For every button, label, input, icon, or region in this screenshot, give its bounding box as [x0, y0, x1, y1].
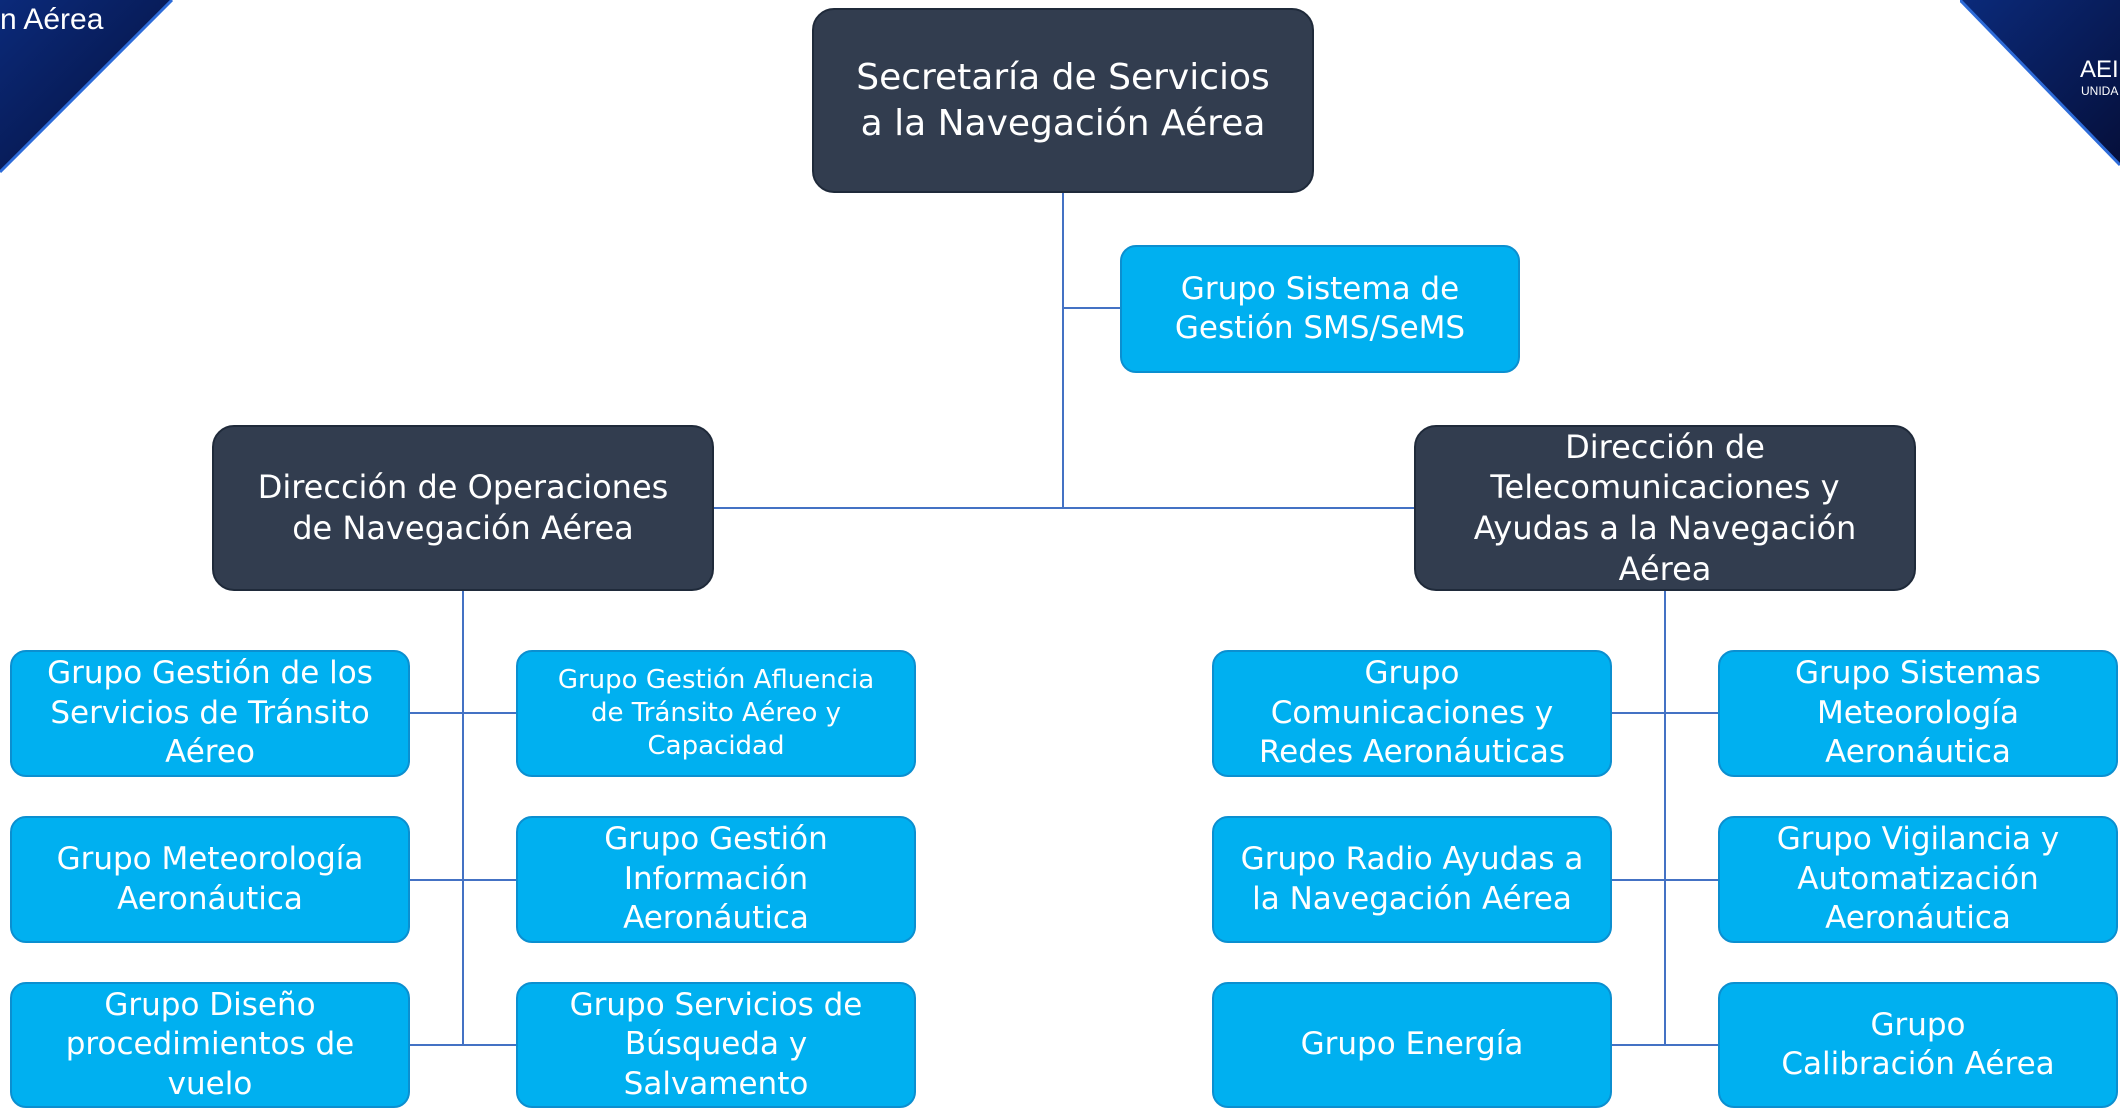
node-group-vigilancia-automatizacion: Grupo Vigilancia y Automatización Aeroná… — [1718, 816, 2118, 943]
node-root-label: Secretaría de Servicios a la Navegación … — [856, 56, 1270, 144]
node-root-secretaria: Secretaría de Servicios a la Navegación … — [812, 8, 1314, 193]
node-group-comunicaciones-redes: Grupo Comunicaciones y Redes Aeronáutica… — [1212, 650, 1612, 777]
node-group-label: Grupo Meteorología Aeronáutica — [56, 841, 364, 917]
node-group-label: Grupo Gestión de los Servicios de Tránsi… — [47, 655, 373, 771]
node-group-transito-aereo: Grupo Gestión de los Servicios de Tránsi… — [10, 650, 410, 777]
node-group-informacion-aeronautica: Grupo Gestión Información Aeronáutica — [516, 816, 916, 943]
corner-banner-right — [1960, 0, 2120, 167]
node-group-radio-ayudas: Grupo Radio Ayudas a la Navegación Aérea — [1212, 816, 1612, 943]
node-staff-label: Grupo Sistema de Gestión SMS/SeMS — [1174, 270, 1466, 346]
node-group-busqueda-salvamento: Grupo Servicios de Búsqueda y Salvamento — [516, 982, 916, 1108]
corner-banner-left-text: n Aérea — [0, 3, 104, 36]
node-group-sistemas-meteorologia: Grupo Sistemas Meteorología Aeronáutica — [1718, 650, 2118, 777]
node-group-label: Grupo Servicios de Búsqueda y Salvamento — [569, 986, 863, 1102]
node-group-calibracion-aerea: Grupo Calibración Aérea — [1718, 982, 2118, 1108]
node-group-energia: Grupo Energía — [1212, 982, 1612, 1108]
corner-banner-right-text: AEI — [2080, 56, 2119, 83]
node-group-label: Grupo Comunicaciones y Redes Aeronáutica… — [1259, 655, 1565, 771]
node-direction-telecomunicaciones-label: Dirección de Telecomunicaciones y Ayudas… — [1473, 427, 1857, 588]
corner-banner-left — [0, 0, 174, 174]
node-group-label: Grupo Diseño procedimientos de vuelo — [65, 986, 355, 1102]
node-group-meteorologia: Grupo Meteorología Aeronáutica — [10, 816, 410, 943]
node-group-label: Grupo Energía — [1300, 1026, 1524, 1063]
node-group-afluencia-transito: Grupo Gestión Afluencia de Tránsito Aére… — [516, 650, 916, 777]
node-group-label: Grupo Radio Ayudas a la Navegación Aérea — [1240, 841, 1584, 917]
corner-banner-right-subtext: UNIDA — [2081, 84, 2119, 98]
node-group-label: Grupo Gestión Información Aeronáutica — [604, 821, 828, 937]
node-direction-operaciones: Dirección de Operaciones de Navegación A… — [212, 425, 714, 591]
node-group-label: Grupo Calibración Aérea — [1781, 1006, 2055, 1082]
node-group-diseno-procedimientos: Grupo Diseño procedimientos de vuelo — [10, 982, 410, 1108]
node-group-label: Grupo Sistemas Meteorología Aeronáutica — [1795, 655, 2041, 771]
node-direction-telecomunicaciones: Dirección de Telecomunicaciones y Ayudas… — [1414, 425, 1916, 591]
node-direction-operaciones-label: Dirección de Operaciones de Navegación A… — [257, 468, 669, 547]
node-group-label: Grupo Vigilancia y Automatización Aeroná… — [1776, 821, 2060, 937]
node-group-label: Grupo Gestión Afluencia de Tránsito Aére… — [557, 664, 875, 761]
node-staff-group: Grupo Sistema de Gestión SMS/SeMS — [1120, 245, 1520, 373]
